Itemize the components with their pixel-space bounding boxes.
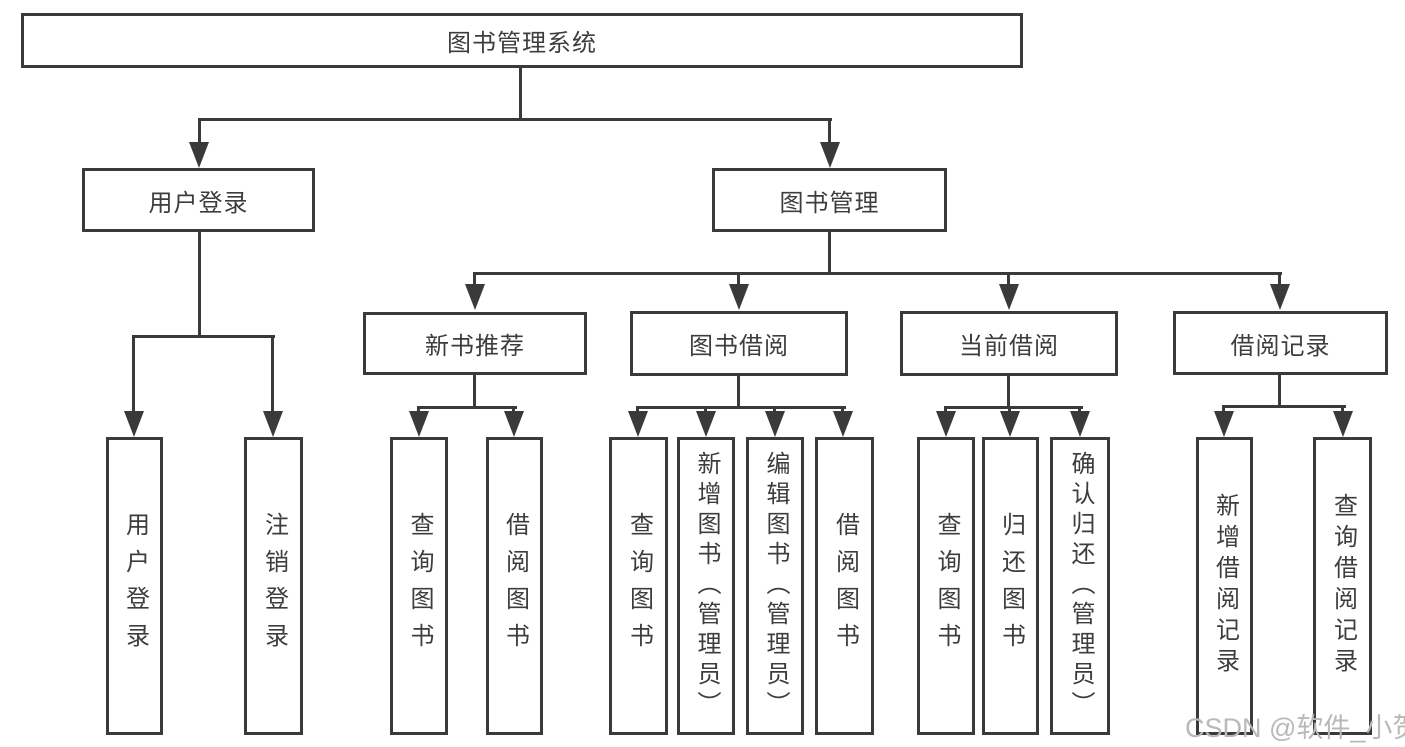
leaf-query-books-current: 查询图书 xyxy=(917,437,975,735)
connector-book-borrow-vline xyxy=(737,376,740,408)
connector-arrow-stem xyxy=(1078,406,1081,415)
connector-book-mgmt-vline xyxy=(828,232,831,274)
connector-root-hline xyxy=(198,118,832,121)
arrow-down-icon xyxy=(820,142,840,168)
connector-arrow-stem xyxy=(636,406,639,415)
node-label-book-management: 图书管理 xyxy=(779,189,880,217)
arrow-down-icon xyxy=(833,411,853,437)
connector-user-login-hline xyxy=(132,335,275,338)
arrow-down-icon xyxy=(1214,411,1234,437)
connector-arrow-stem xyxy=(737,272,740,286)
connector-arrow-stem xyxy=(512,406,515,415)
arrow-down-icon xyxy=(936,411,956,437)
leaf-borrow-books-recommend: 借阅图书 xyxy=(486,437,543,735)
node-borrow-records: 借阅记录 xyxy=(1173,311,1388,375)
leaf-edit-books-admin: 编辑图书（管理员） xyxy=(746,437,804,735)
arrow-down-icon xyxy=(409,411,429,437)
connector-arrow-stem xyxy=(417,406,420,415)
leaf-label-user-login: 用户登录 xyxy=(121,512,149,660)
node-current-borrow: 当前借阅 xyxy=(900,311,1118,376)
connector-arrow-stem xyxy=(704,406,707,415)
watermark: CSDN @软件_小贺同学 xyxy=(1185,713,1405,743)
connector-arrow-stem xyxy=(473,272,476,286)
leaf-add-borrow-record: 新增借阅记录 xyxy=(1196,437,1253,735)
leaf-label-query-books-current: 查询图书 xyxy=(933,512,960,660)
arrow-down-icon xyxy=(1333,411,1353,437)
leaf-label-confirm-return-admin: 确认归还（管理员） xyxy=(1067,451,1094,721)
leaf-label-edit-books-admin: 编辑图书（管理员） xyxy=(762,451,789,721)
leaf-label-borrow-books: 借阅图书 xyxy=(831,512,859,660)
node-label-current-borrow: 当前借阅 xyxy=(959,333,1059,360)
arrow-down-icon xyxy=(1070,411,1090,437)
connector-arrow-stem xyxy=(841,406,844,415)
leaf-label-query-books-recommend: 查询图书 xyxy=(406,512,433,660)
node-library-management-system: 图书管理系统 xyxy=(21,13,1023,68)
connector-arrow-stem xyxy=(1278,272,1281,286)
connector-borrow-records-vline xyxy=(1278,375,1281,407)
arrow-down-icon xyxy=(124,411,144,437)
leaf-label-add-borrow-record: 新增借阅记录 xyxy=(1211,493,1239,679)
connector-arrow-stem xyxy=(944,406,947,415)
arrow-down-icon xyxy=(628,411,648,437)
leaf-query-books-recommend: 查询图书 xyxy=(390,437,448,735)
arrow-down-icon xyxy=(765,411,785,437)
connector-root-vline xyxy=(519,68,522,120)
leaf-label-borrow-books-recommend: 借阅图书 xyxy=(501,512,529,660)
connector-arrow-stem xyxy=(1007,272,1010,286)
connector-arrow-stem xyxy=(132,335,135,413)
leaf-label-query-borrow-record: 查询借阅记录 xyxy=(1329,493,1357,679)
node-book-borrow: 图书借阅 xyxy=(630,311,848,376)
node-label-book-borrow: 图书借阅 xyxy=(689,333,789,360)
node-new-book-recommend: 新书推荐 xyxy=(363,312,587,375)
connector-new-book-vline xyxy=(473,375,476,409)
arrow-down-icon xyxy=(504,411,524,437)
leaf-logout: 注销登录 xyxy=(244,437,303,735)
connector-current-borrow-hline xyxy=(944,406,1083,409)
leaf-label-add-books-admin: 新增图书（管理员） xyxy=(693,451,720,721)
leaf-confirm-return-admin: 确认归还（管理员） xyxy=(1050,437,1110,735)
connector-arrow-stem xyxy=(271,335,274,413)
arrow-down-icon xyxy=(1270,284,1290,310)
leaf-return-books: 归还图书 xyxy=(982,437,1039,735)
leaf-label-logout: 注销登录 xyxy=(260,512,288,660)
connector-new-book-hline xyxy=(417,406,517,409)
leaf-user-login: 用户登录 xyxy=(106,437,163,735)
connector-current-borrow-vline xyxy=(1007,376,1010,408)
connector-arrow-stem xyxy=(1222,405,1225,415)
connector-arrow-stem xyxy=(828,118,831,146)
arrow-down-icon xyxy=(729,284,749,310)
connector-book-borrow-hline xyxy=(636,406,846,409)
leaf-borrow-books: 借阅图书 xyxy=(815,437,874,735)
node-label-borrow-records: 借阅记录 xyxy=(1230,332,1331,360)
leaf-query-borrow-record: 查询借阅记录 xyxy=(1313,437,1372,735)
connector-arrow-stem xyxy=(1008,406,1011,415)
leaf-label-query-books-borrow: 查询图书 xyxy=(625,512,653,660)
arrow-down-icon xyxy=(263,411,283,437)
leaf-add-books-admin: 新增图书（管理员） xyxy=(677,437,735,735)
node-label-new-book-recommend: 新书推荐 xyxy=(425,333,525,360)
arrow-down-icon xyxy=(999,284,1019,310)
connector-arrow-stem xyxy=(773,406,776,415)
arrow-down-icon xyxy=(465,284,485,310)
arrow-down-icon xyxy=(1000,411,1020,437)
node-user-login: 用户登录 xyxy=(82,168,315,232)
arrow-down-icon xyxy=(189,142,209,168)
connector-book-mgmt-hline xyxy=(473,272,1282,275)
connector-arrow-stem xyxy=(1341,405,1344,415)
node-label-root: 图书管理系统 xyxy=(447,30,597,57)
node-label-user-login: 用户登录 xyxy=(148,189,249,217)
connector-arrow-stem xyxy=(198,118,201,146)
leaf-label-return-books: 归还图书 xyxy=(997,512,1025,660)
connector-borrow-records-hline xyxy=(1222,405,1346,408)
connector-user-login-vline xyxy=(198,232,201,338)
arrow-down-icon xyxy=(696,411,716,437)
leaf-query-books-borrow: 查询图书 xyxy=(609,437,668,735)
node-book-management: 图书管理 xyxy=(712,168,947,232)
